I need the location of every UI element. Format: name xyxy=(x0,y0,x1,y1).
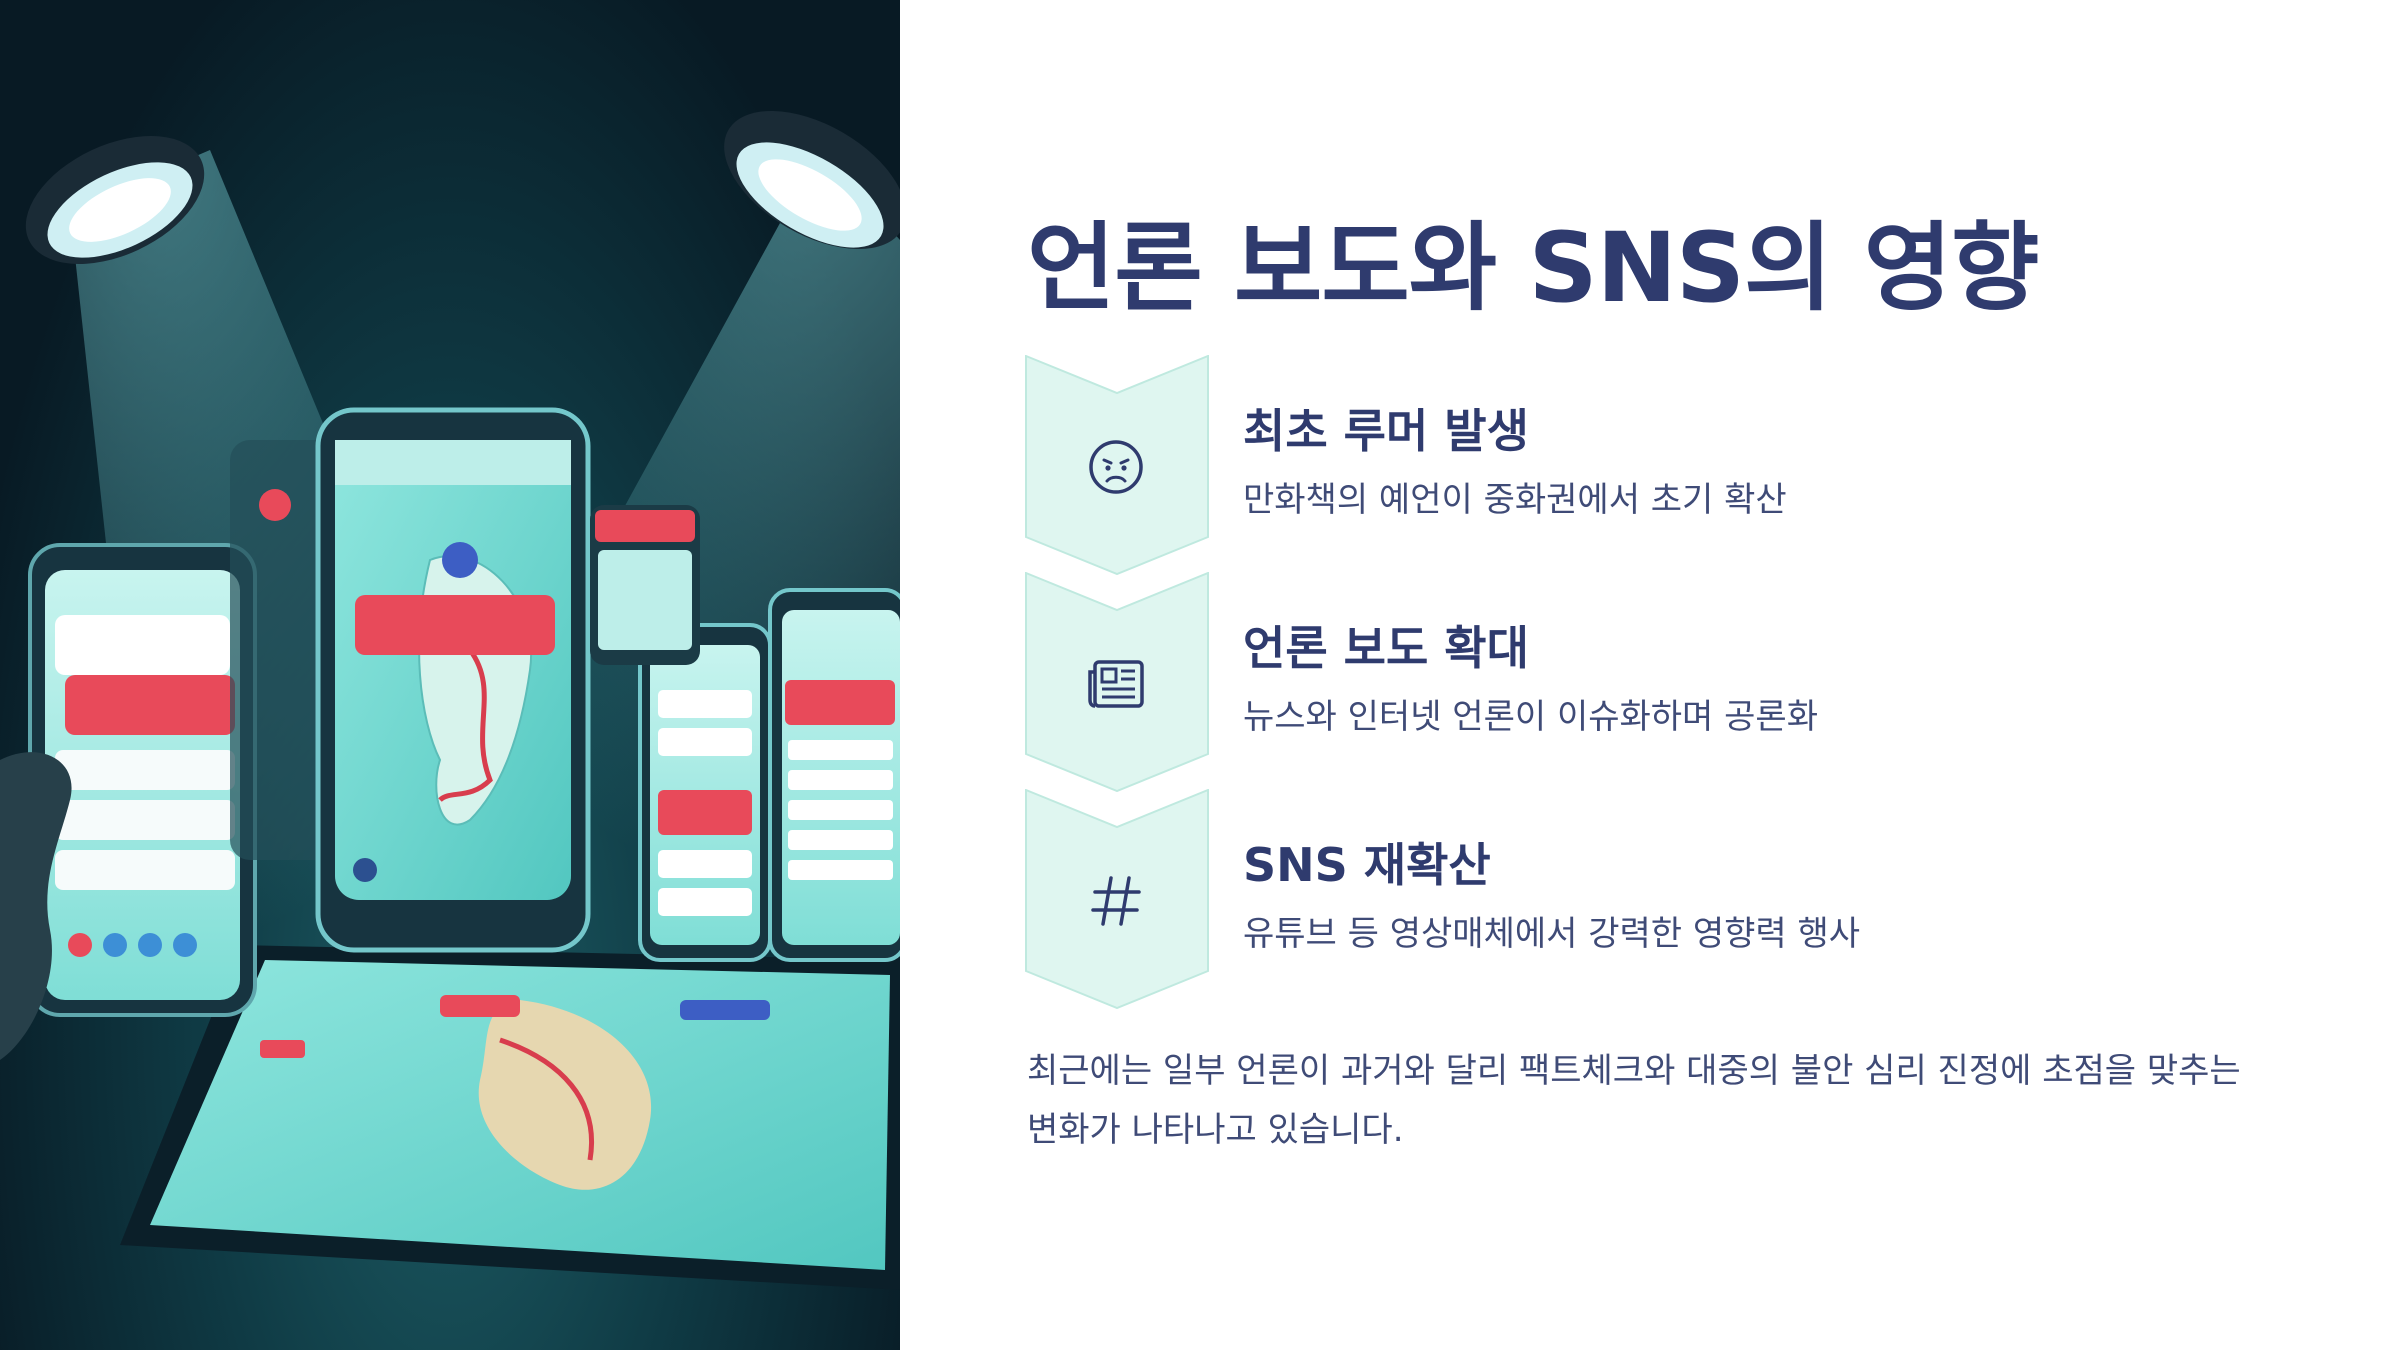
spotlight-right-icon xyxy=(724,110,900,250)
worried-face-icon xyxy=(1025,423,1207,511)
slide-title: 언론 보도와 SNS의 영향 xyxy=(1027,212,2039,324)
step-heading: 최초 루머 발생 xyxy=(1243,404,1529,458)
spotlight-left-icon xyxy=(25,135,205,265)
phones-illustration xyxy=(0,110,900,1290)
hand-silhouette xyxy=(0,752,72,1060)
step-heading: SNS 재확산 xyxy=(1243,838,1491,892)
phone-right xyxy=(768,588,900,962)
step-description: 만화책의 예언이 중화권에서 초기 확산 xyxy=(1243,480,1787,520)
step-media-expansion: 언론 보도 확대 뉴스와 인터넷 언론이 이슈화하며 공론화 xyxy=(1025,572,2325,792)
hero-illustration xyxy=(0,0,900,1350)
summary-paragraph: 최근에는 일부 언론이 과거와 달리 팩트체크와 대중의 불안 심리 진정에 초… xyxy=(1027,1051,2241,1150)
phone-small-card xyxy=(590,505,700,665)
hashtag-icon xyxy=(1025,857,1207,945)
step-description: 뉴스와 인터넷 언론이 이슈화하며 공론화 xyxy=(1243,697,1818,737)
newspaper-icon xyxy=(1025,640,1207,728)
chevron-shape xyxy=(1025,789,1209,1009)
step-description: 유튜브 등 영상매체에서 강력한 영향력 행사 xyxy=(1243,914,1861,954)
phone-center xyxy=(315,407,591,953)
chevron-shape xyxy=(1025,355,1209,575)
step-heading: 언론 보도 확대 xyxy=(1243,621,1529,675)
step-sns-respread: SNS 재확산 유튜브 등 영상매체에서 강력한 영향력 행사 xyxy=(1025,789,2325,1009)
tablet-map xyxy=(120,945,900,1290)
step-initial-rumor: 최초 루머 발생 만화책의 예언이 중화권에서 초기 확산 xyxy=(1025,355,2325,575)
phone-mid-right xyxy=(638,623,772,962)
